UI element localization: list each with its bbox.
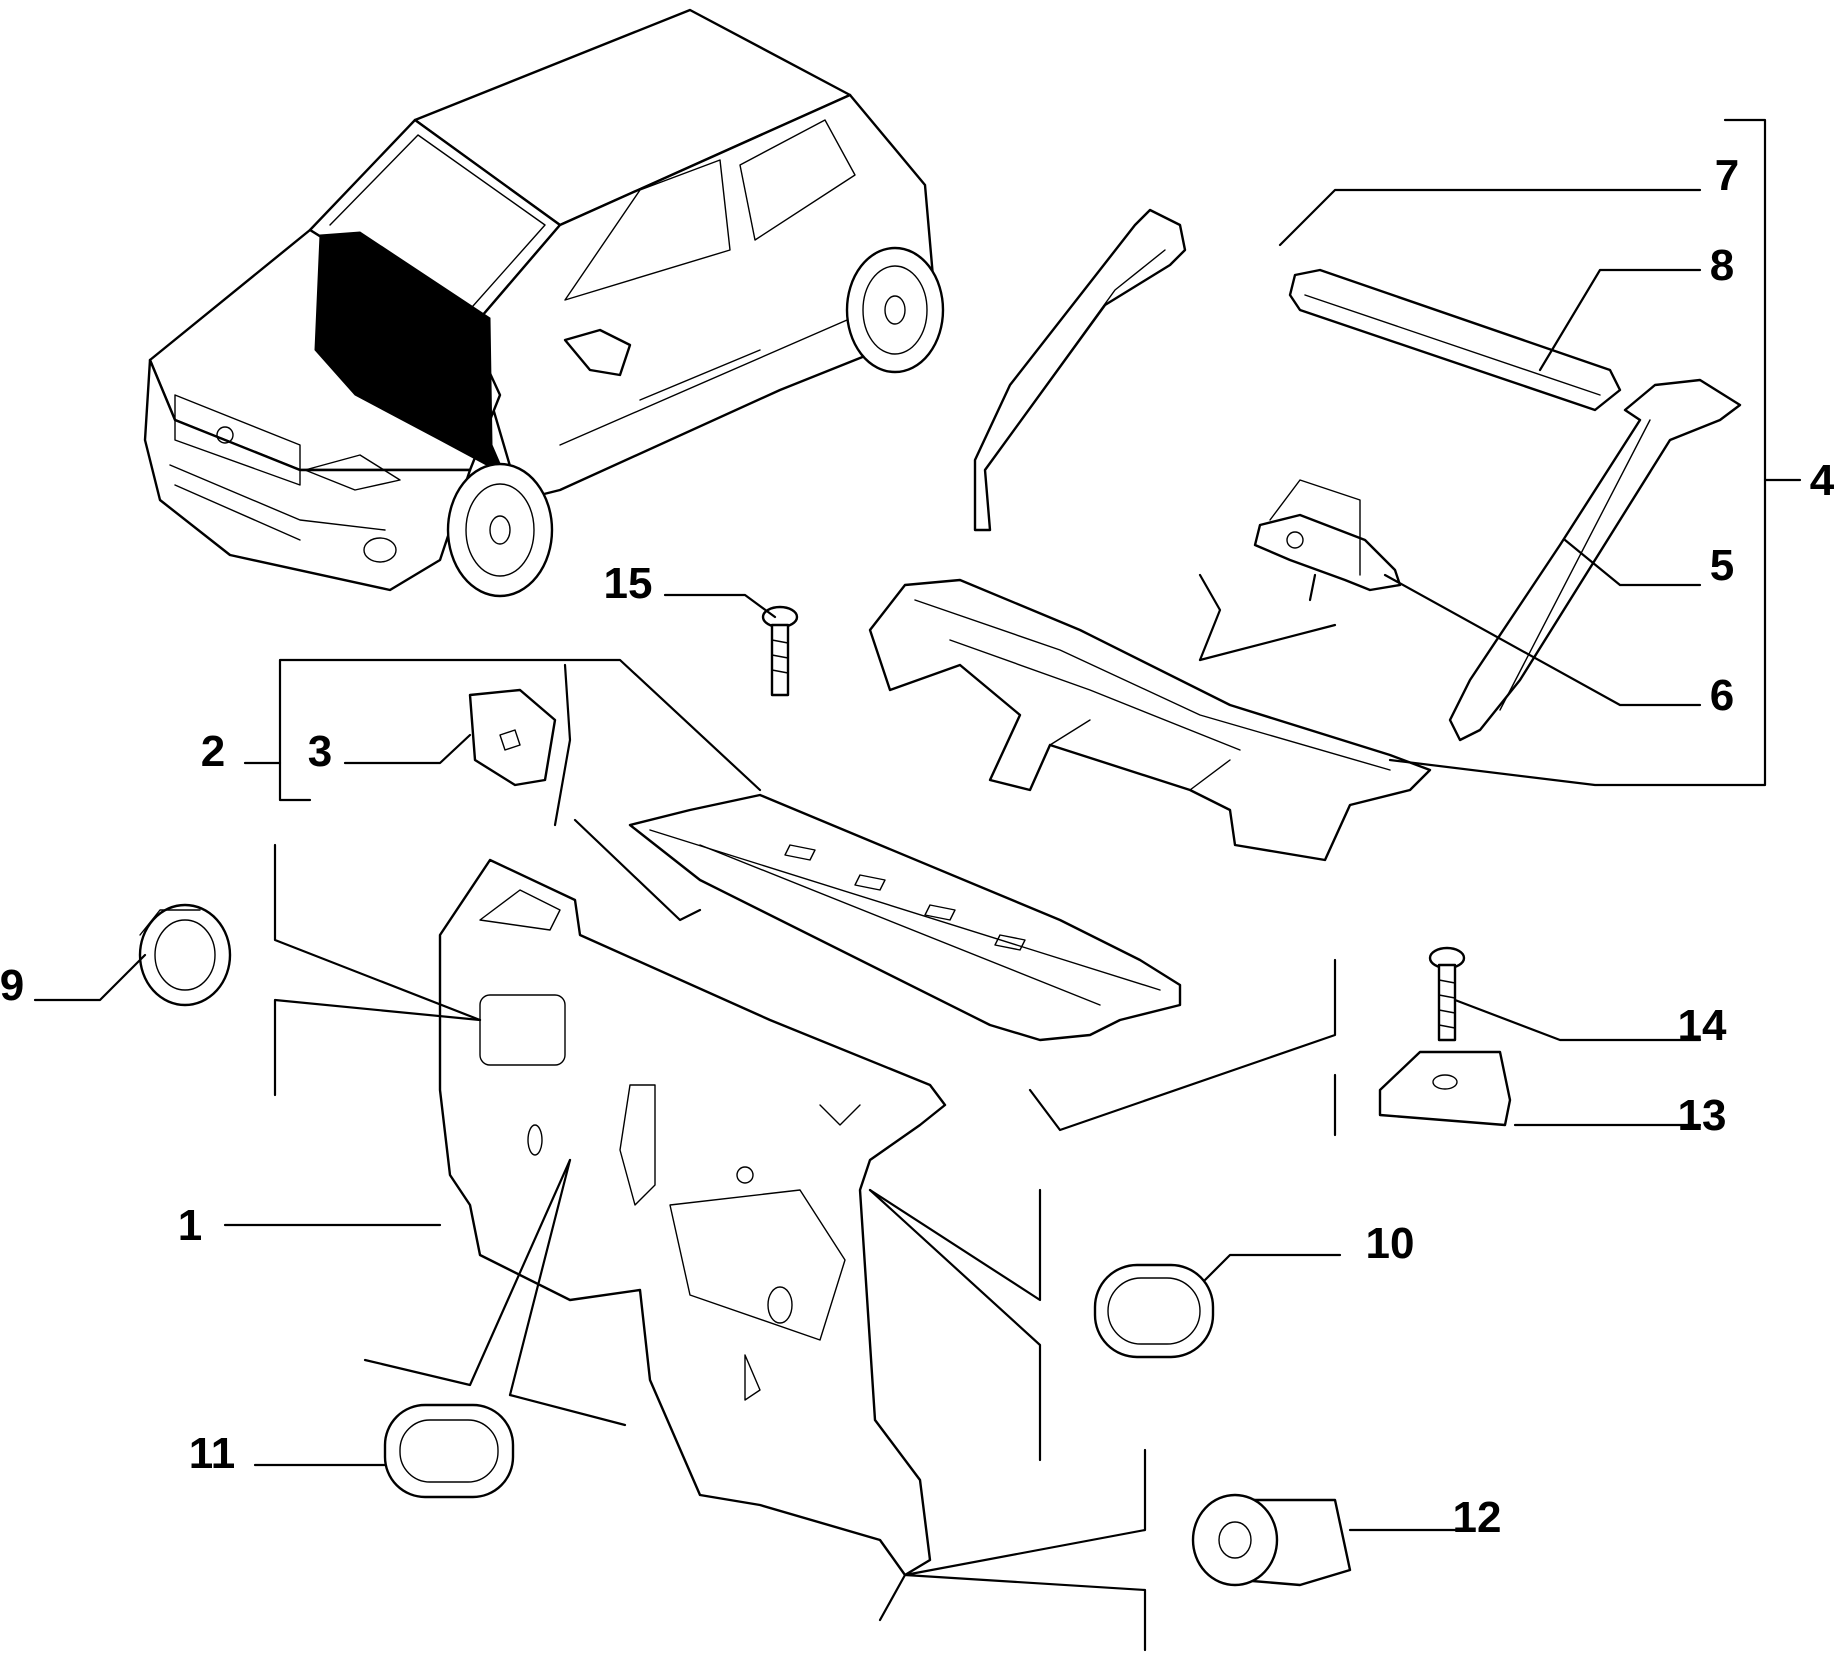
callout-6: 6 — [1710, 671, 1734, 720]
callout-7: 7 — [1715, 151, 1739, 200]
callout-15: 15 — [604, 559, 653, 608]
callout-3: 3 — [308, 727, 332, 776]
callout-10: 10 — [1366, 1219, 1415, 1268]
callout-9: 9 — [0, 961, 24, 1010]
dash-panel — [438, 858, 947, 1577]
callout-12: 12 — [1453, 1493, 1502, 1542]
callout-labels: 1 2 3 4 5 6 7 8 9 10 11 12 13 14 15 — [0, 151, 1835, 1542]
front-structure-assembly — [868, 208, 1742, 862]
callout-5: 5 — [1710, 541, 1734, 590]
part-15-screw — [761, 605, 799, 697]
part-12-plug — [1191, 1493, 1352, 1587]
part-9-grommet — [138, 903, 232, 1007]
upper-scuttle-panel — [628, 793, 1182, 1042]
callout-2: 2 — [201, 727, 225, 776]
callout-11: 11 — [189, 1429, 236, 1478]
callout-13: 13 — [1678, 1091, 1727, 1140]
part-3-pad — [468, 688, 557, 787]
car-overview-illustration — [143, 8, 945, 598]
leader-lines — [33, 118, 1802, 1652]
part-14-screw — [1428, 946, 1466, 1042]
callout-4: 4 — [1810, 456, 1835, 505]
callout-14: 14 — [1678, 1001, 1727, 1050]
part-13-plate — [1378, 1050, 1512, 1127]
callout-1: 1 — [178, 1201, 202, 1250]
callout-8: 8 — [1710, 241, 1734, 290]
part-11-plug — [383, 1403, 515, 1499]
part-10-plug — [1093, 1263, 1215, 1359]
